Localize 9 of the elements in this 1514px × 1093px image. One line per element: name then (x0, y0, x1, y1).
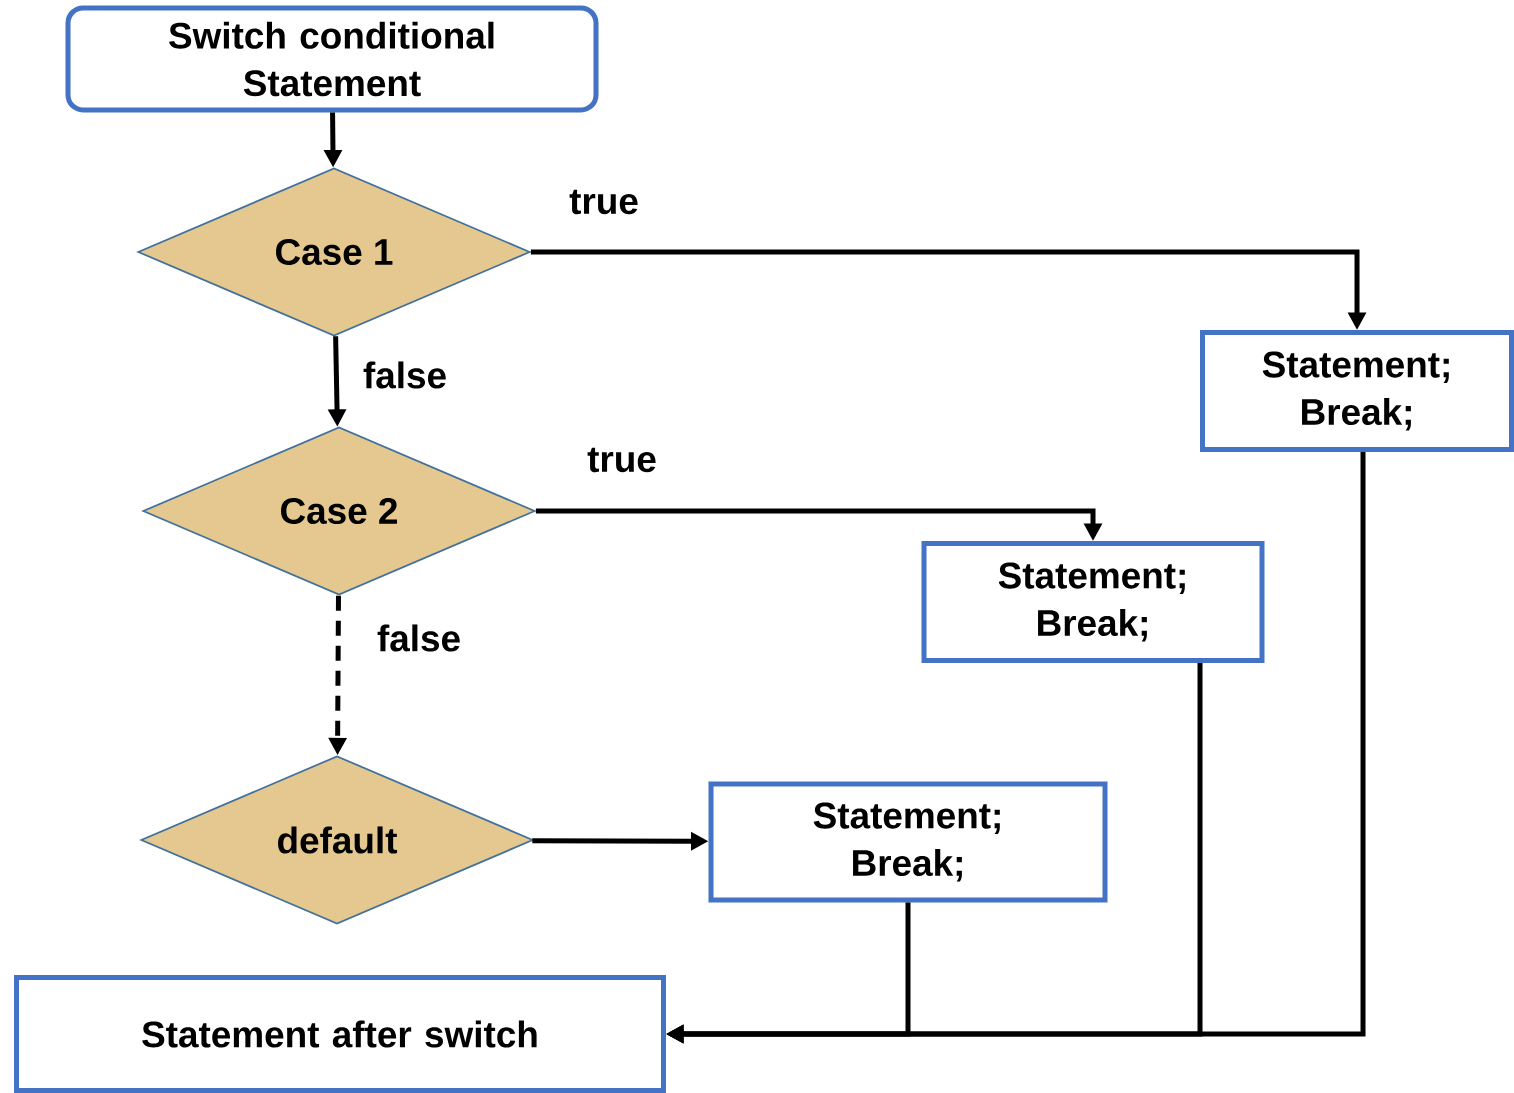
process-box: Statement; Break; (1200, 330, 1514, 452)
edge-label: false (361, 359, 449, 391)
process-box: Statement; Break; (708, 781, 1108, 903)
edge-label: false (375, 622, 463, 654)
edge-label: true (567, 188, 641, 216)
start-box: Switch conditional Statement (65, 5, 599, 113)
process-box: Statement after switch (14, 975, 666, 1093)
process-box: Statement; Break; (921, 541, 1265, 663)
edge-label: true (585, 446, 659, 474)
